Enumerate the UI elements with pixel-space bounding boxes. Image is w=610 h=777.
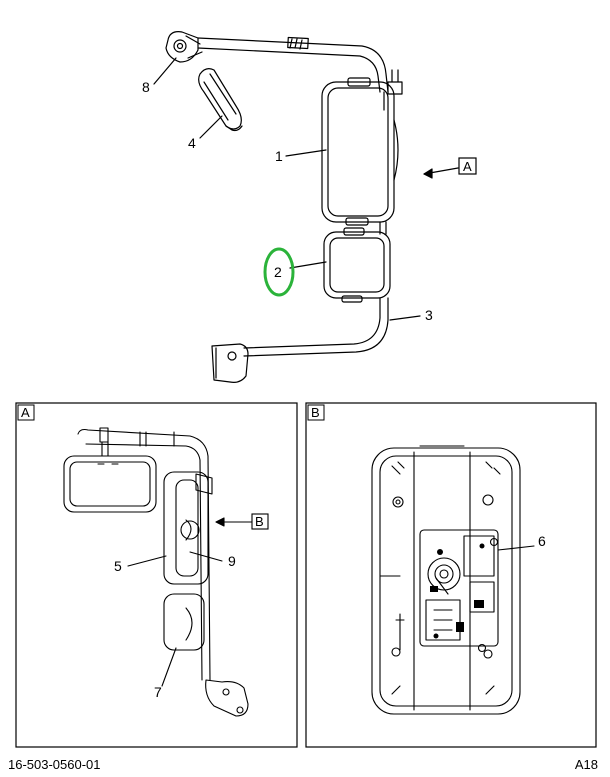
leader-2 — [289, 261, 327, 269]
upper-mirror-head — [321, 81, 395, 223]
document-number: 16-503-0560-01 — [8, 757, 101, 772]
panel-a — [15, 402, 298, 748]
view-a-pointer-box — [458, 157, 477, 175]
callout-6: 6 — [538, 533, 546, 549]
view-b-pointer-box — [251, 513, 269, 530]
leader-3 — [389, 315, 421, 321]
callout-8: 8 — [142, 79, 150, 95]
leader-4 — [199, 115, 223, 139]
upper-mount-bracket — [165, 31, 199, 63]
callout-2: 2 — [274, 264, 282, 280]
panel-b-title: B — [311, 405, 320, 420]
sheet-identifier: A18 — [574, 757, 598, 772]
view-b-pointer-label: B — [255, 514, 264, 529]
callout-4: 4 — [188, 135, 196, 151]
callout-7: 7 — [154, 684, 162, 700]
callout-1: 1 — [275, 148, 283, 164]
panel-a-title: A — [21, 405, 30, 420]
panel-a-upper-head — [163, 471, 209, 585]
panel-b-title-box — [307, 404, 325, 421]
actuator-motor-assembly — [419, 529, 499, 647]
panel-a-lower-head — [163, 593, 205, 651]
panel-a-far-mirror — [63, 455, 157, 513]
lower-support-arm — [243, 297, 389, 357]
panel-b — [305, 402, 597, 748]
view-a-pointer-label: A — [463, 159, 472, 174]
leader-1 — [285, 149, 327, 157]
callout-9: 9 — [228, 553, 236, 569]
callout-5: 5 — [114, 558, 122, 574]
callout-3: 3 — [425, 307, 433, 323]
lower-mount-bracket — [211, 343, 249, 383]
leader-8 — [153, 57, 177, 85]
lower-mirror-head — [323, 231, 391, 299]
highlight-ring — [263, 247, 295, 297]
panel-a-title-box — [17, 404, 35, 421]
arm-cover — [198, 68, 242, 130]
panel-a-lower-bracket — [205, 679, 249, 717]
arm-clamp-band — [287, 36, 309, 50]
upper-support-arm — [197, 37, 389, 93]
